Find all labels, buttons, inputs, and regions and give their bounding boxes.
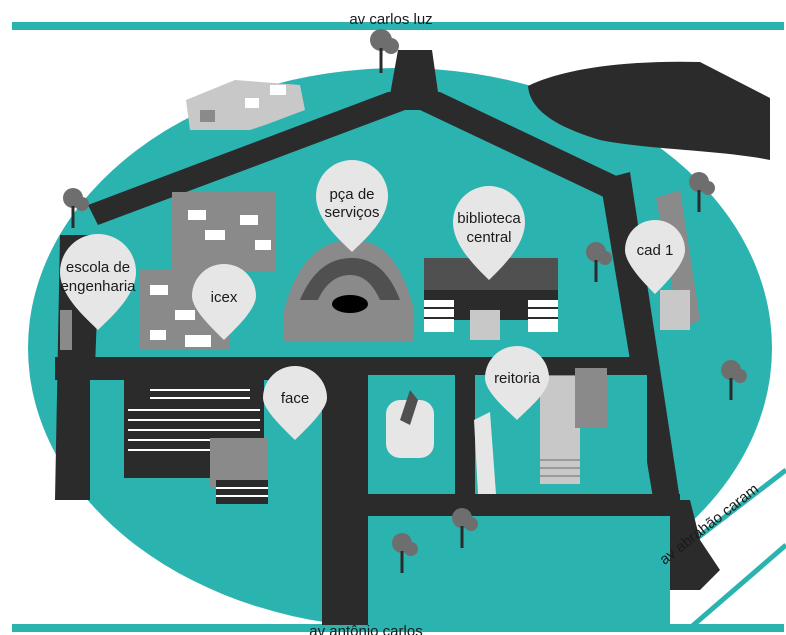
pin-cad1[interactable]: cad 1 — [625, 220, 685, 294]
location-pins: pça de serviços biblioteca central cad 1… — [60, 160, 685, 440]
pin-icex[interactable]: icex — [192, 264, 256, 340]
building-biblioteca-central — [424, 258, 558, 340]
tree-icon — [689, 172, 715, 212]
pin-label-biblioteca-2: central — [466, 229, 511, 246]
pin-label-praca-1: pça de — [329, 186, 374, 203]
pin-label-reitoria: reitoria — [494, 370, 541, 387]
trees — [63, 29, 747, 573]
location-pin-icon — [453, 186, 525, 280]
tree-icon — [370, 29, 399, 73]
pin-reitoria[interactable]: reitoria — [485, 346, 549, 420]
building-escola-de-engenharia — [60, 310, 72, 350]
street-label-bottom: av antônio carlos — [309, 623, 422, 635]
tree-icon — [452, 508, 478, 548]
pin-biblioteca[interactable]: biblioteca central — [453, 186, 525, 280]
pin-label-escola-1: escola de — [66, 259, 130, 276]
location-pin-icon — [316, 160, 388, 252]
pin-label-face: face — [281, 390, 309, 407]
location-pin-icon — [625, 220, 685, 294]
pin-label-biblioteca-1: biblioteca — [457, 210, 521, 227]
building-praca-de-servicos — [284, 240, 414, 342]
tree-icon — [392, 533, 418, 573]
pin-escola[interactable]: escola de engenharia — [60, 234, 136, 330]
tree-icon — [586, 242, 612, 282]
tree-icon — [721, 360, 747, 400]
street-label-top: av carlos luz — [349, 11, 432, 28]
tree-icon — [63, 188, 89, 228]
pin-praca[interactable]: pça de serviços — [316, 160, 388, 252]
building-reitoria — [474, 368, 607, 494]
street-bar-bottom — [12, 624, 784, 632]
road-top-right — [528, 61, 770, 160]
pin-label-cad1: cad 1 — [637, 242, 674, 259]
road-network — [55, 50, 720, 625]
monument — [386, 390, 434, 458]
location-pin-icon — [263, 366, 327, 440]
pin-face[interactable]: face — [263, 366, 327, 440]
pin-label-icex: icex — [211, 289, 238, 306]
location-pin-icon — [485, 346, 549, 420]
street-diagonal-bar-2 — [688, 543, 786, 630]
location-pin-icon — [60, 234, 136, 330]
building-top-left — [186, 80, 305, 130]
street-bar-top — [12, 22, 784, 30]
pin-label-praca-2: serviços — [324, 204, 379, 221]
location-pin-icon — [192, 264, 256, 340]
building-face — [124, 378, 268, 504]
pin-label-escola-2: engenharia — [60, 278, 136, 295]
